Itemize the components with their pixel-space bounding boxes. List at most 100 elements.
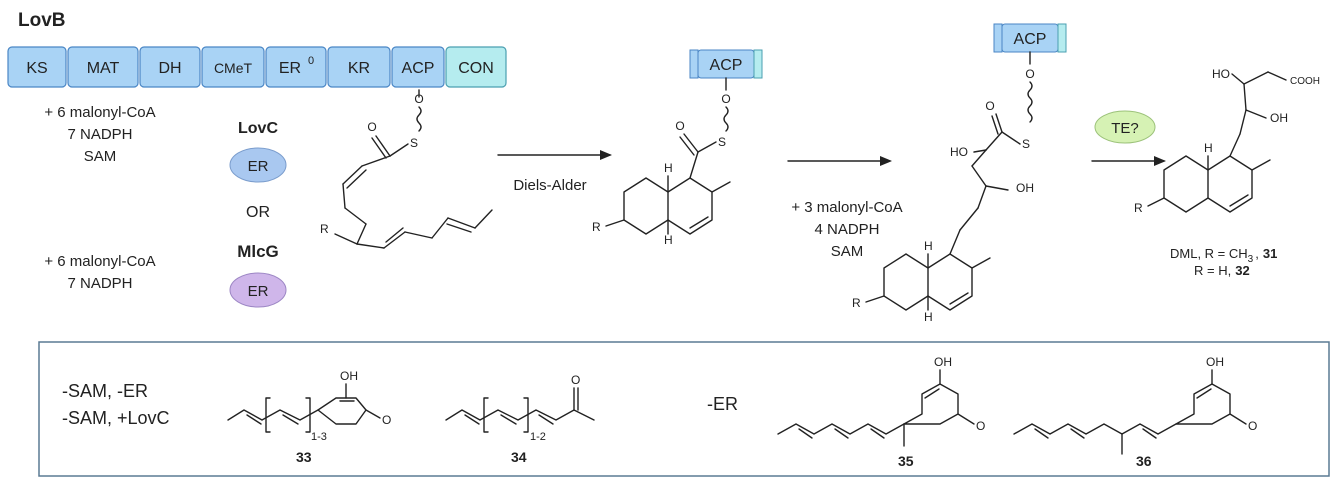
domain-label-er: ER bbox=[279, 60, 301, 77]
svg-text:O: O bbox=[1248, 419, 1257, 433]
middle-conditions: + 3 malonyl-CoA 4 NADPH SAM bbox=[791, 199, 902, 260]
compound-36-label: 36 bbox=[1136, 453, 1152, 469]
svg-text:O: O bbox=[1025, 67, 1034, 81]
svg-text:R: R bbox=[852, 296, 861, 310]
box-cond-er: -ER bbox=[707, 394, 738, 414]
cond-nadph-1: 7 NADPH bbox=[67, 126, 132, 143]
cond-malonyl-2: + 6 malonyl-CoA bbox=[44, 253, 155, 270]
svg-text:H: H bbox=[924, 310, 933, 324]
decalin-intermediate: ACP O S O H H R bbox=[592, 49, 763, 247]
lovc-label: LovC bbox=[238, 120, 278, 137]
domain-ks bbox=[7, 46, 67, 88]
lovc-er-label: ER bbox=[248, 158, 269, 175]
svg-text:HO: HO bbox=[950, 145, 968, 159]
svg-text:OH: OH bbox=[934, 355, 952, 369]
svg-text:O: O bbox=[571, 373, 580, 387]
svg-text:O: O bbox=[985, 99, 994, 113]
compound-33-label: 33 bbox=[296, 449, 312, 465]
cond-malonyl-1: + 6 malonyl-CoA bbox=[44, 104, 155, 121]
cond-sam-3: SAM bbox=[831, 243, 864, 260]
svg-text:O: O bbox=[721, 92, 730, 106]
lovb-title: LovB bbox=[18, 10, 66, 31]
compound-33: 1-3 OH O 33 bbox=[227, 369, 391, 465]
svg-text:OH: OH bbox=[1206, 355, 1224, 369]
diels-alder-label: Diels-Alder bbox=[513, 177, 586, 194]
domain-er0 bbox=[265, 46, 327, 88]
caption-num-31: 31 bbox=[1263, 246, 1277, 261]
cond-nadph-3: 4 NADPH bbox=[814, 221, 879, 238]
extended-intermediate: ACP O S O HO OH H H R bbox=[852, 23, 1067, 324]
box-cond-2: -SAM, +LovC bbox=[62, 408, 170, 428]
left-conditions-mlcg: + 6 malonyl-CoA 7 NADPH bbox=[44, 253, 155, 292]
svg-text:O: O bbox=[976, 419, 985, 433]
atom-s-1: S bbox=[410, 136, 418, 150]
compound-35: OH O 35 bbox=[777, 355, 985, 469]
compound-34-label: 34 bbox=[511, 449, 527, 465]
domain-dh bbox=[139, 46, 201, 88]
svg-text:H: H bbox=[664, 233, 673, 247]
caption-num-32: 32 bbox=[1235, 263, 1249, 278]
domain-label-er-superscript: 0 bbox=[308, 55, 314, 67]
linear-intermediate: O S O R bbox=[320, 89, 493, 249]
cond-malonyl-3: + 3 malonyl-CoA bbox=[791, 199, 902, 216]
domain-label-cmet: CMeT bbox=[214, 60, 253, 76]
lovb-domain-bar: KS MAT DH CMeT ER 0 KR ACP CON bbox=[7, 46, 507, 88]
atom-o-carbonyl-1: O bbox=[367, 120, 376, 134]
svg-text:S: S bbox=[718, 135, 726, 149]
svg-text:S: S bbox=[1022, 137, 1030, 151]
compound-36: OH O 36 bbox=[1013, 355, 1257, 469]
domain-label-con: CON bbox=[458, 60, 494, 77]
domain-label-ks: KS bbox=[26, 60, 47, 77]
svg-text:R = H,32: R = H, 32 bbox=[1194, 263, 1250, 278]
atom-o-tether-1: O bbox=[414, 92, 423, 106]
domain-acp bbox=[391, 46, 445, 88]
domain-con bbox=[445, 46, 507, 88]
svg-text:H: H bbox=[664, 161, 673, 175]
box-cond-1: -SAM, -ER bbox=[62, 381, 148, 401]
lovc-er-ellipse bbox=[229, 147, 287, 183]
svg-text:COOH: COOH bbox=[1290, 76, 1320, 87]
final-product: HO COOH OH H R bbox=[1134, 67, 1320, 215]
cond-nadph-2: 7 NADPH bbox=[67, 275, 132, 292]
domain-label-mat: MAT bbox=[87, 60, 120, 77]
subscript-1-3: 1-3 bbox=[311, 431, 327, 443]
subscript-1-2: 1-2 bbox=[530, 431, 546, 443]
svg-text:R: R bbox=[592, 220, 601, 234]
left-conditions-lovc: + 6 malonyl-CoA 7 NADPH SAM bbox=[44, 104, 155, 165]
svg-text:H: H bbox=[924, 239, 933, 253]
svg-text:R: R bbox=[1134, 201, 1143, 215]
domain-mat bbox=[67, 46, 139, 88]
acp-label-3: ACP bbox=[1014, 31, 1047, 48]
compound-35-label: 35 bbox=[898, 453, 914, 469]
svg-text:OH: OH bbox=[1270, 111, 1288, 125]
domain-cmet bbox=[201, 46, 265, 88]
shunt-products-box bbox=[38, 341, 1330, 477]
svg-text:O: O bbox=[675, 119, 684, 133]
mlcg-er-label: ER bbox=[248, 283, 269, 300]
te-ellipse bbox=[1094, 110, 1156, 144]
domain-label-acp: ACP bbox=[402, 60, 435, 77]
svg-text:O: O bbox=[382, 413, 391, 427]
svg-text:HO: HO bbox=[1212, 67, 1230, 81]
svg-text:OH: OH bbox=[1016, 181, 1034, 195]
cond-sam-1: SAM bbox=[84, 148, 117, 165]
svg-text:OH: OH bbox=[340, 369, 358, 383]
wavy-bond-1 bbox=[416, 106, 422, 132]
acp-label-2: ACP bbox=[710, 57, 743, 74]
caption-line2-prefix: R = H, bbox=[1194, 263, 1231, 278]
or-label: OR bbox=[246, 204, 270, 221]
product-caption: DML, R = CH3,31 R = H, 32 bbox=[1170, 246, 1277, 278]
compound-34: 1-2 O 34 bbox=[445, 373, 595, 465]
mlcg-label: MlcG bbox=[237, 242, 279, 261]
svg-text:H: H bbox=[1204, 141, 1213, 155]
caption-line1-prefix: DML, R = CH bbox=[1170, 246, 1248, 261]
domain-label-dh: DH bbox=[158, 60, 181, 77]
te-label: TE? bbox=[1111, 120, 1139, 137]
atom-r-1: R bbox=[320, 222, 329, 236]
domain-label-kr: KR bbox=[348, 60, 370, 77]
domain-kr bbox=[327, 46, 391, 88]
mlcg-er-ellipse bbox=[229, 272, 287, 308]
caption-line1-sub: 3 bbox=[1248, 254, 1254, 265]
svg-text:DML, R = CH3,31: DML, R = CH3,31 bbox=[1170, 246, 1277, 265]
